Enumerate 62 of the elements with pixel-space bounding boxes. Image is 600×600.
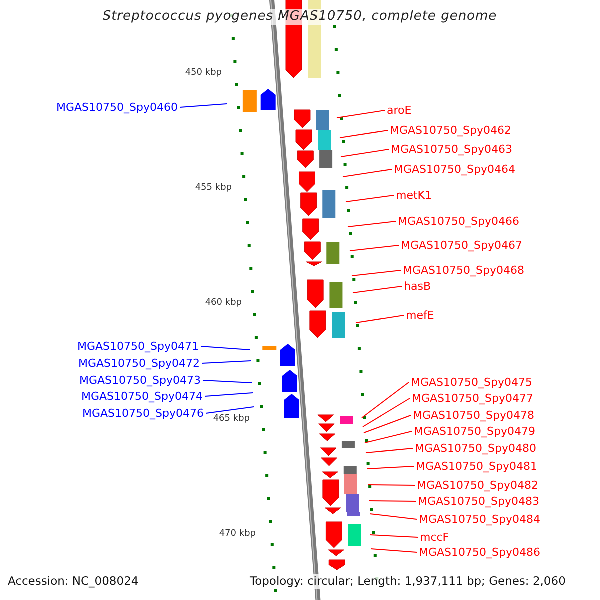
leader-line	[352, 270, 402, 276]
tick-label: 465 kbp	[213, 413, 250, 426]
gene-label: MGAS10750_Spy0460	[56, 101, 178, 114]
leader-line	[200, 346, 250, 350]
gene-label: MGAS10750_Spy0480	[415, 442, 536, 455]
gene-label: MGAS10750_Spy0486	[419, 546, 540, 559]
leader-line	[180, 104, 228, 108]
gene-label: MGAS10750_Spy0462	[390, 124, 512, 137]
gene-label: MGAS10750_Spy0484	[419, 513, 540, 526]
leader-line	[368, 500, 416, 502]
gene-label: mccF	[420, 531, 450, 544]
gene-label: MGAS10750_Spy0477	[412, 392, 534, 405]
gene-label: aroE	[387, 104, 412, 117]
leader-line	[356, 315, 404, 324]
tick-label: 470 kbp	[219, 528, 256, 541]
leader-line	[352, 286, 402, 294]
leader-line	[342, 169, 392, 178]
gene-label: MGAS10750_Spy0483	[418, 495, 540, 508]
leader-line	[336, 110, 386, 118]
gene-label: metK1	[396, 189, 432, 202]
leader-line	[364, 431, 412, 444]
gene-label: MGAS10750_Spy0471	[78, 340, 199, 353]
leader-line	[202, 360, 252, 364]
leader-line	[348, 221, 396, 228]
leader-line	[206, 406, 254, 414]
leader-line	[362, 398, 410, 428]
leader-line	[366, 466, 414, 470]
tick-label: 455 kbp	[195, 182, 232, 195]
gene-label: MGAS10750_Spy0475	[411, 376, 532, 389]
leader-line	[370, 548, 418, 553]
genome-info-text: Topology: circular; Length: 1,937,111 bp; Genes: 2,060	[250, 574, 566, 589]
gene-label: MGAS10750_Spy0472	[78, 357, 200, 370]
tick-label: 450 kbp	[185, 67, 222, 80]
gene-label: MGAS10750_Spy0473	[80, 374, 201, 387]
gene-label: MGAS10750_Spy0478	[413, 409, 534, 422]
leader-line	[202, 380, 252, 384]
gene-label: MGAS10750_Spy0474	[82, 390, 203, 403]
leader-line	[370, 534, 418, 538]
gene-label: MGAS10750_Spy0463	[391, 143, 512, 156]
leader-line	[364, 415, 412, 434]
gene-label: MGAS10750_Spy0466	[398, 215, 520, 228]
gene-label: mefE	[406, 309, 434, 322]
leader-line	[204, 392, 254, 397]
gene-label: MGAS10750_Spy0482	[417, 479, 538, 492]
gene-label: hasB	[404, 280, 431, 293]
leader-line	[346, 195, 394, 202]
leader-line	[340, 149, 390, 158]
gene-label: MGAS10750_Spy0468	[403, 264, 524, 277]
tick-label: 460 kbp	[205, 297, 242, 310]
leader-line	[368, 484, 416, 486]
gene-label: MGAS10750_Spy0481	[416, 460, 538, 473]
leader-line	[370, 514, 418, 520]
leader-line	[340, 130, 388, 138]
leader-line	[350, 245, 400, 252]
gene-label: MGAS10750_Spy0479	[414, 425, 536, 438]
title: Streptococcus pyogenes MGAS10750, complete genome	[102, 9, 498, 25]
gene-label: MGAS10750_Spy0476	[82, 407, 204, 420]
gene-label: MGAS10750_Spy0464	[394, 163, 516, 176]
accession-text: Accession: NC_008024	[8, 574, 139, 589]
leader-line	[366, 448, 414, 454]
gene-label: MGAS10750_Spy0467	[401, 239, 522, 252]
leader-line	[362, 382, 410, 418]
